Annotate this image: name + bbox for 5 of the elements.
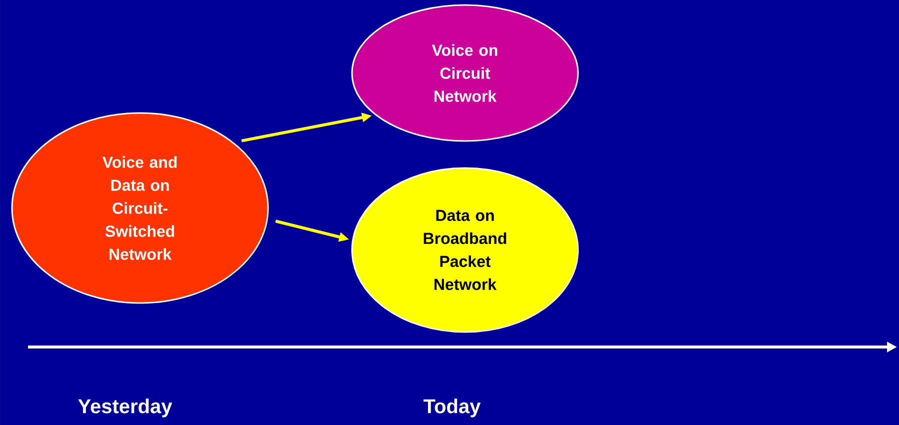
ellipse-node: Data on Broadband Packet Network <box>351 167 579 333</box>
timeline-label: Today <box>424 398 481 418</box>
ellipse-node: Voice and Data on Circuit-Switched Network <box>11 112 269 304</box>
timeline-label: Yesterday <box>78 398 172 418</box>
ellipse-node: Voice on Circuit Network <box>351 4 579 142</box>
